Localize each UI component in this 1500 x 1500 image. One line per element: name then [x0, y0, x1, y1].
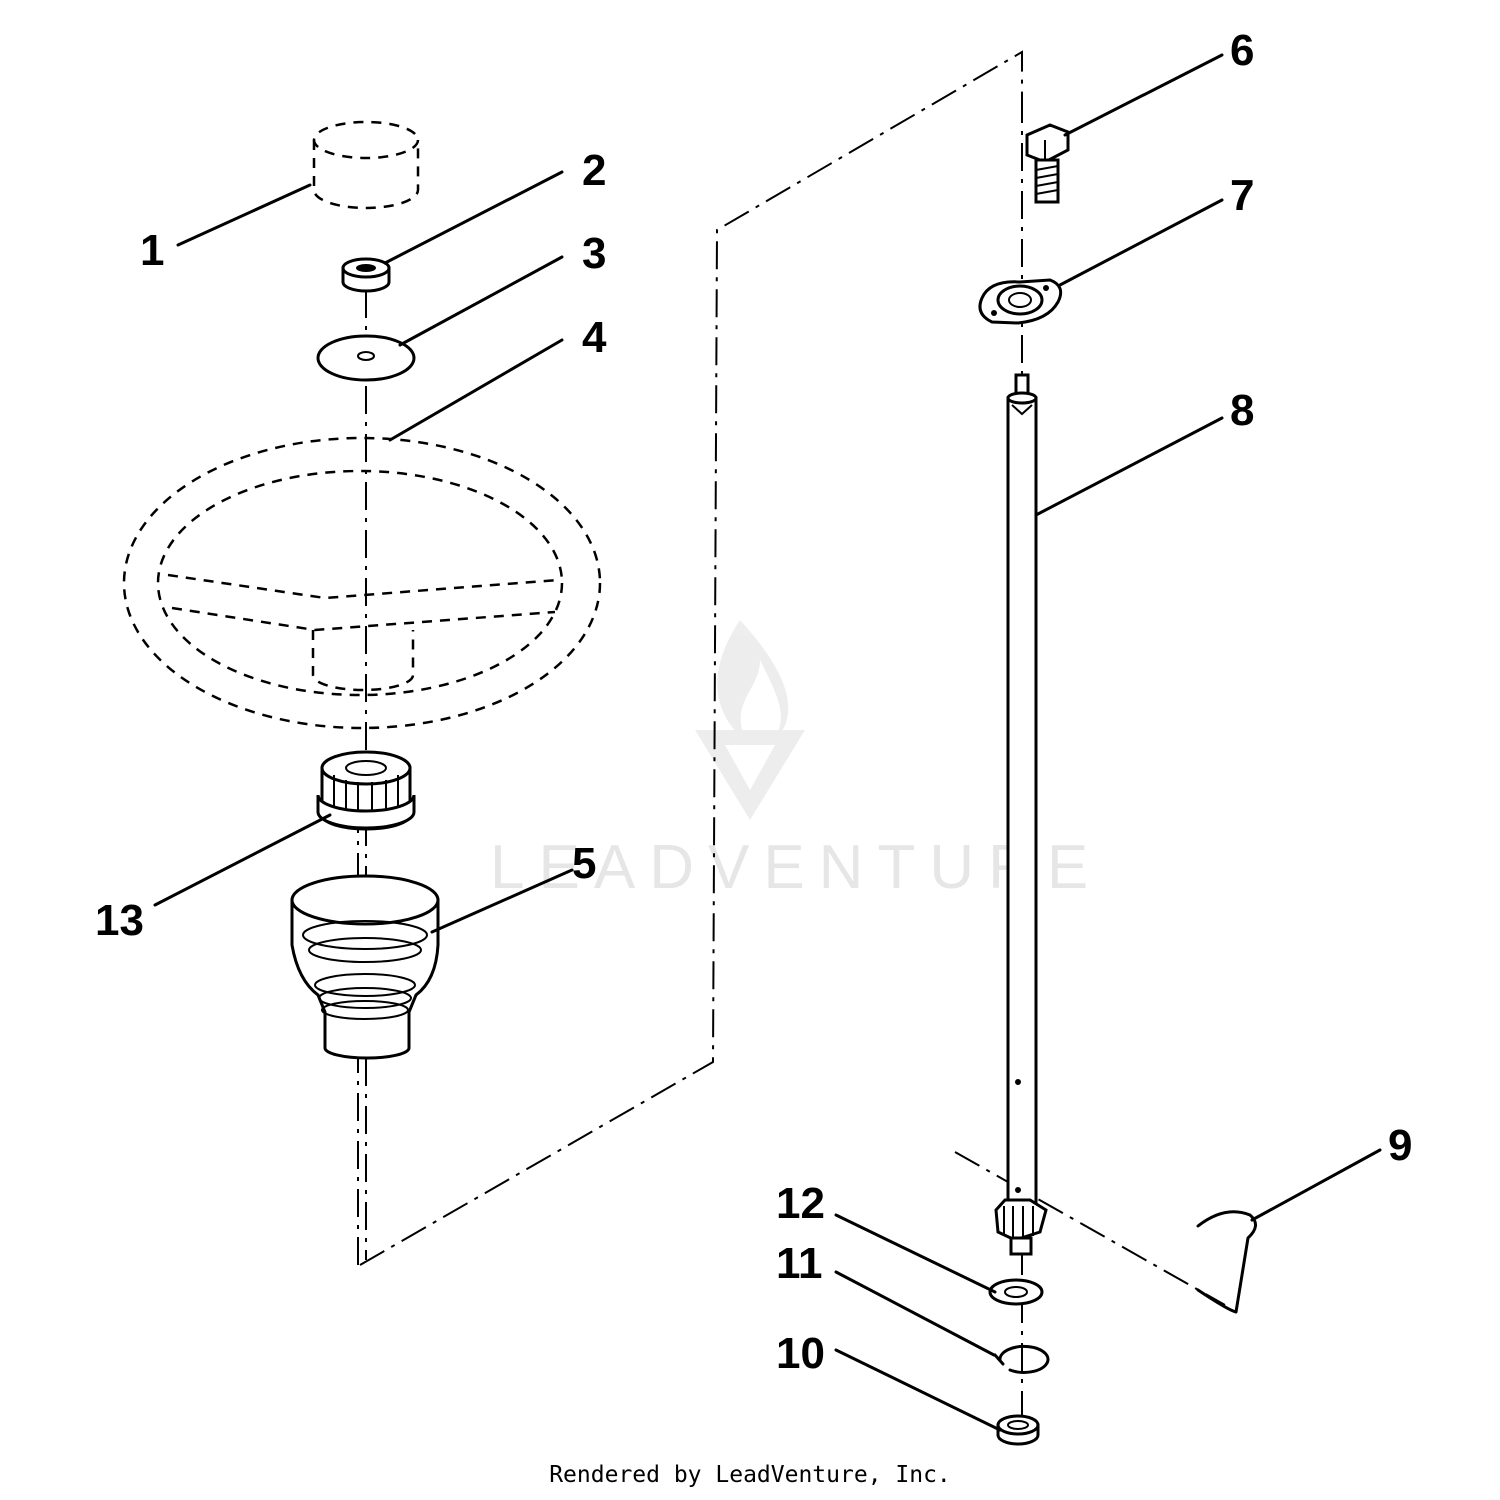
callout-6: 6	[1230, 26, 1254, 75]
shaft-washer-part	[988, 1278, 1044, 1306]
bushing-part	[996, 1414, 1040, 1446]
nut-part	[341, 257, 391, 293]
pinion-gear-part	[994, 1198, 1048, 1256]
cotter-pin-part	[1196, 1210, 1257, 1314]
callout-4: 4	[582, 313, 607, 362]
bolt-part	[1025, 123, 1070, 204]
callout-2: 2	[582, 146, 606, 195]
callout-7: 7	[1230, 171, 1254, 220]
leader-lines	[153, 53, 1382, 1432]
cap-part	[312, 120, 420, 210]
plane-outline-front	[359, 50, 1023, 1266]
plane-outline-right	[954, 1151, 1226, 1306]
callout-1: 1	[140, 226, 164, 275]
callout-3: 3	[582, 229, 606, 278]
callout-labels: 1 2 3 4 5 6 7 8 9 10 11 12 13	[95, 26, 1412, 1378]
callout-5: 5	[572, 839, 596, 888]
retaining-ring-part	[993, 1344, 1050, 1374]
watermark-flame-icon	[717, 620, 789, 745]
flange-bearing-part	[978, 278, 1063, 325]
watermark-text: LEADVENTURE	[490, 833, 1102, 902]
splined-adapter-part	[316, 750, 416, 831]
callout-12: 12	[776, 1179, 825, 1228]
steering-wheel-part	[122, 436, 602, 730]
watermark: LEADVENTURE	[490, 620, 1102, 902]
footer-credit: Rendered by LeadVenture, Inc.	[549, 1462, 951, 1488]
steering-shaft-part	[1006, 373, 1038, 1207]
column-boot-part	[290, 874, 440, 1060]
callout-9: 9	[1388, 1121, 1412, 1170]
callout-11: 11	[776, 1239, 823, 1288]
callout-10: 10	[776, 1329, 825, 1378]
callout-13: 13	[95, 896, 144, 945]
callout-8: 8	[1230, 386, 1254, 435]
washer-part	[316, 334, 416, 382]
watermark-v-icon	[695, 730, 805, 820]
